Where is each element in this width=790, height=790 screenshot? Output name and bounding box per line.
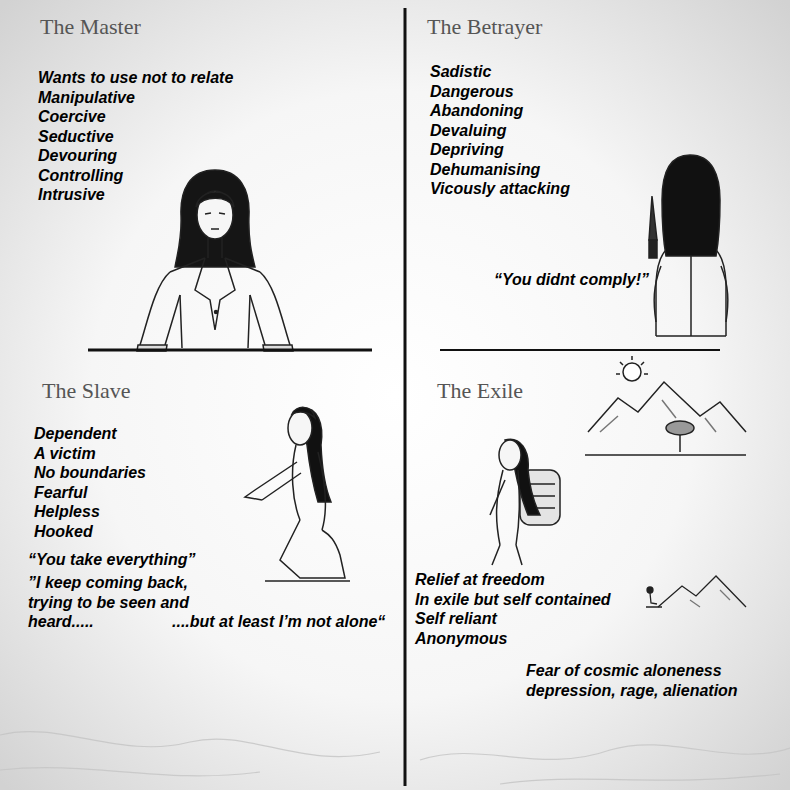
divider-vertical — [404, 8, 407, 786]
trait-item: Abandoning — [430, 101, 523, 121]
trait-item: Devaluing — [430, 121, 506, 141]
quote-text: “You didnt comply!” — [494, 270, 649, 290]
trait-item: Dependent — [34, 424, 117, 444]
quote-text: “You take everything” — [28, 550, 195, 570]
trait-item: A victim — [34, 444, 96, 464]
quadrant-panel: The ExileRelief at freedomIn exile but s… — [407, 352, 790, 790]
trait-item: Hooked — [34, 522, 93, 542]
quadrant-heading: The Exile — [437, 378, 523, 404]
quadrant-heading: The Slave — [42, 378, 131, 404]
quadrant-heading: The Betrayer — [427, 14, 542, 40]
trait-item: Helpless — [34, 502, 100, 522]
marble-veins — [0, 732, 790, 784]
trait-item: Wants to use not to relate — [38, 68, 233, 88]
exile-figure — [490, 439, 560, 565]
quote-text: ....but at least I’m not alone“ — [172, 612, 385, 632]
trait-item: Self reliant — [415, 609, 497, 629]
quadrant-panel: The SlaveDependentA victimNo boundariesF… — [0, 368, 404, 790]
trait-item: Relief at freedom — [415, 570, 545, 590]
trait-item: In exile but self contained — [415, 590, 611, 610]
trait-item: Dangerous — [430, 82, 514, 102]
trait-item: Dehumanising — [430, 160, 540, 180]
trait-item: Coercive — [38, 107, 106, 127]
divider-horizontal — [440, 349, 720, 351]
mountain-landscape — [585, 356, 746, 455]
quadrant-panel: The MasterWants to use not to relateMani… — [0, 0, 404, 368]
slave-figure — [245, 407, 350, 581]
trait-item: Sadistic — [430, 62, 491, 82]
quadrant-heading: The Master — [40, 14, 141, 40]
small-mountains — [646, 576, 746, 607]
master-figure — [137, 170, 293, 351]
fear-note: Fear of cosmic aloneness depression, rag… — [526, 661, 778, 700]
trait-item: No boundaries — [34, 463, 146, 483]
desk-edge — [88, 349, 372, 352]
trait-item: Manipulative — [38, 88, 135, 108]
trait-item: Intrusive — [38, 185, 105, 205]
quadrant-panel: The BetrayerSadisticDangerousAbandoningD… — [407, 0, 790, 349]
betrayer-figure — [649, 155, 728, 336]
trait-item: Depriving — [430, 140, 504, 160]
trait-item: Fearful — [34, 483, 87, 503]
trait-item: Controlling — [38, 166, 123, 186]
trait-item: Devouring — [38, 146, 117, 166]
trait-item: Vicously attacking — [430, 179, 570, 199]
trait-item: Seductive — [38, 127, 114, 147]
trait-item: Anonymous — [415, 629, 507, 649]
